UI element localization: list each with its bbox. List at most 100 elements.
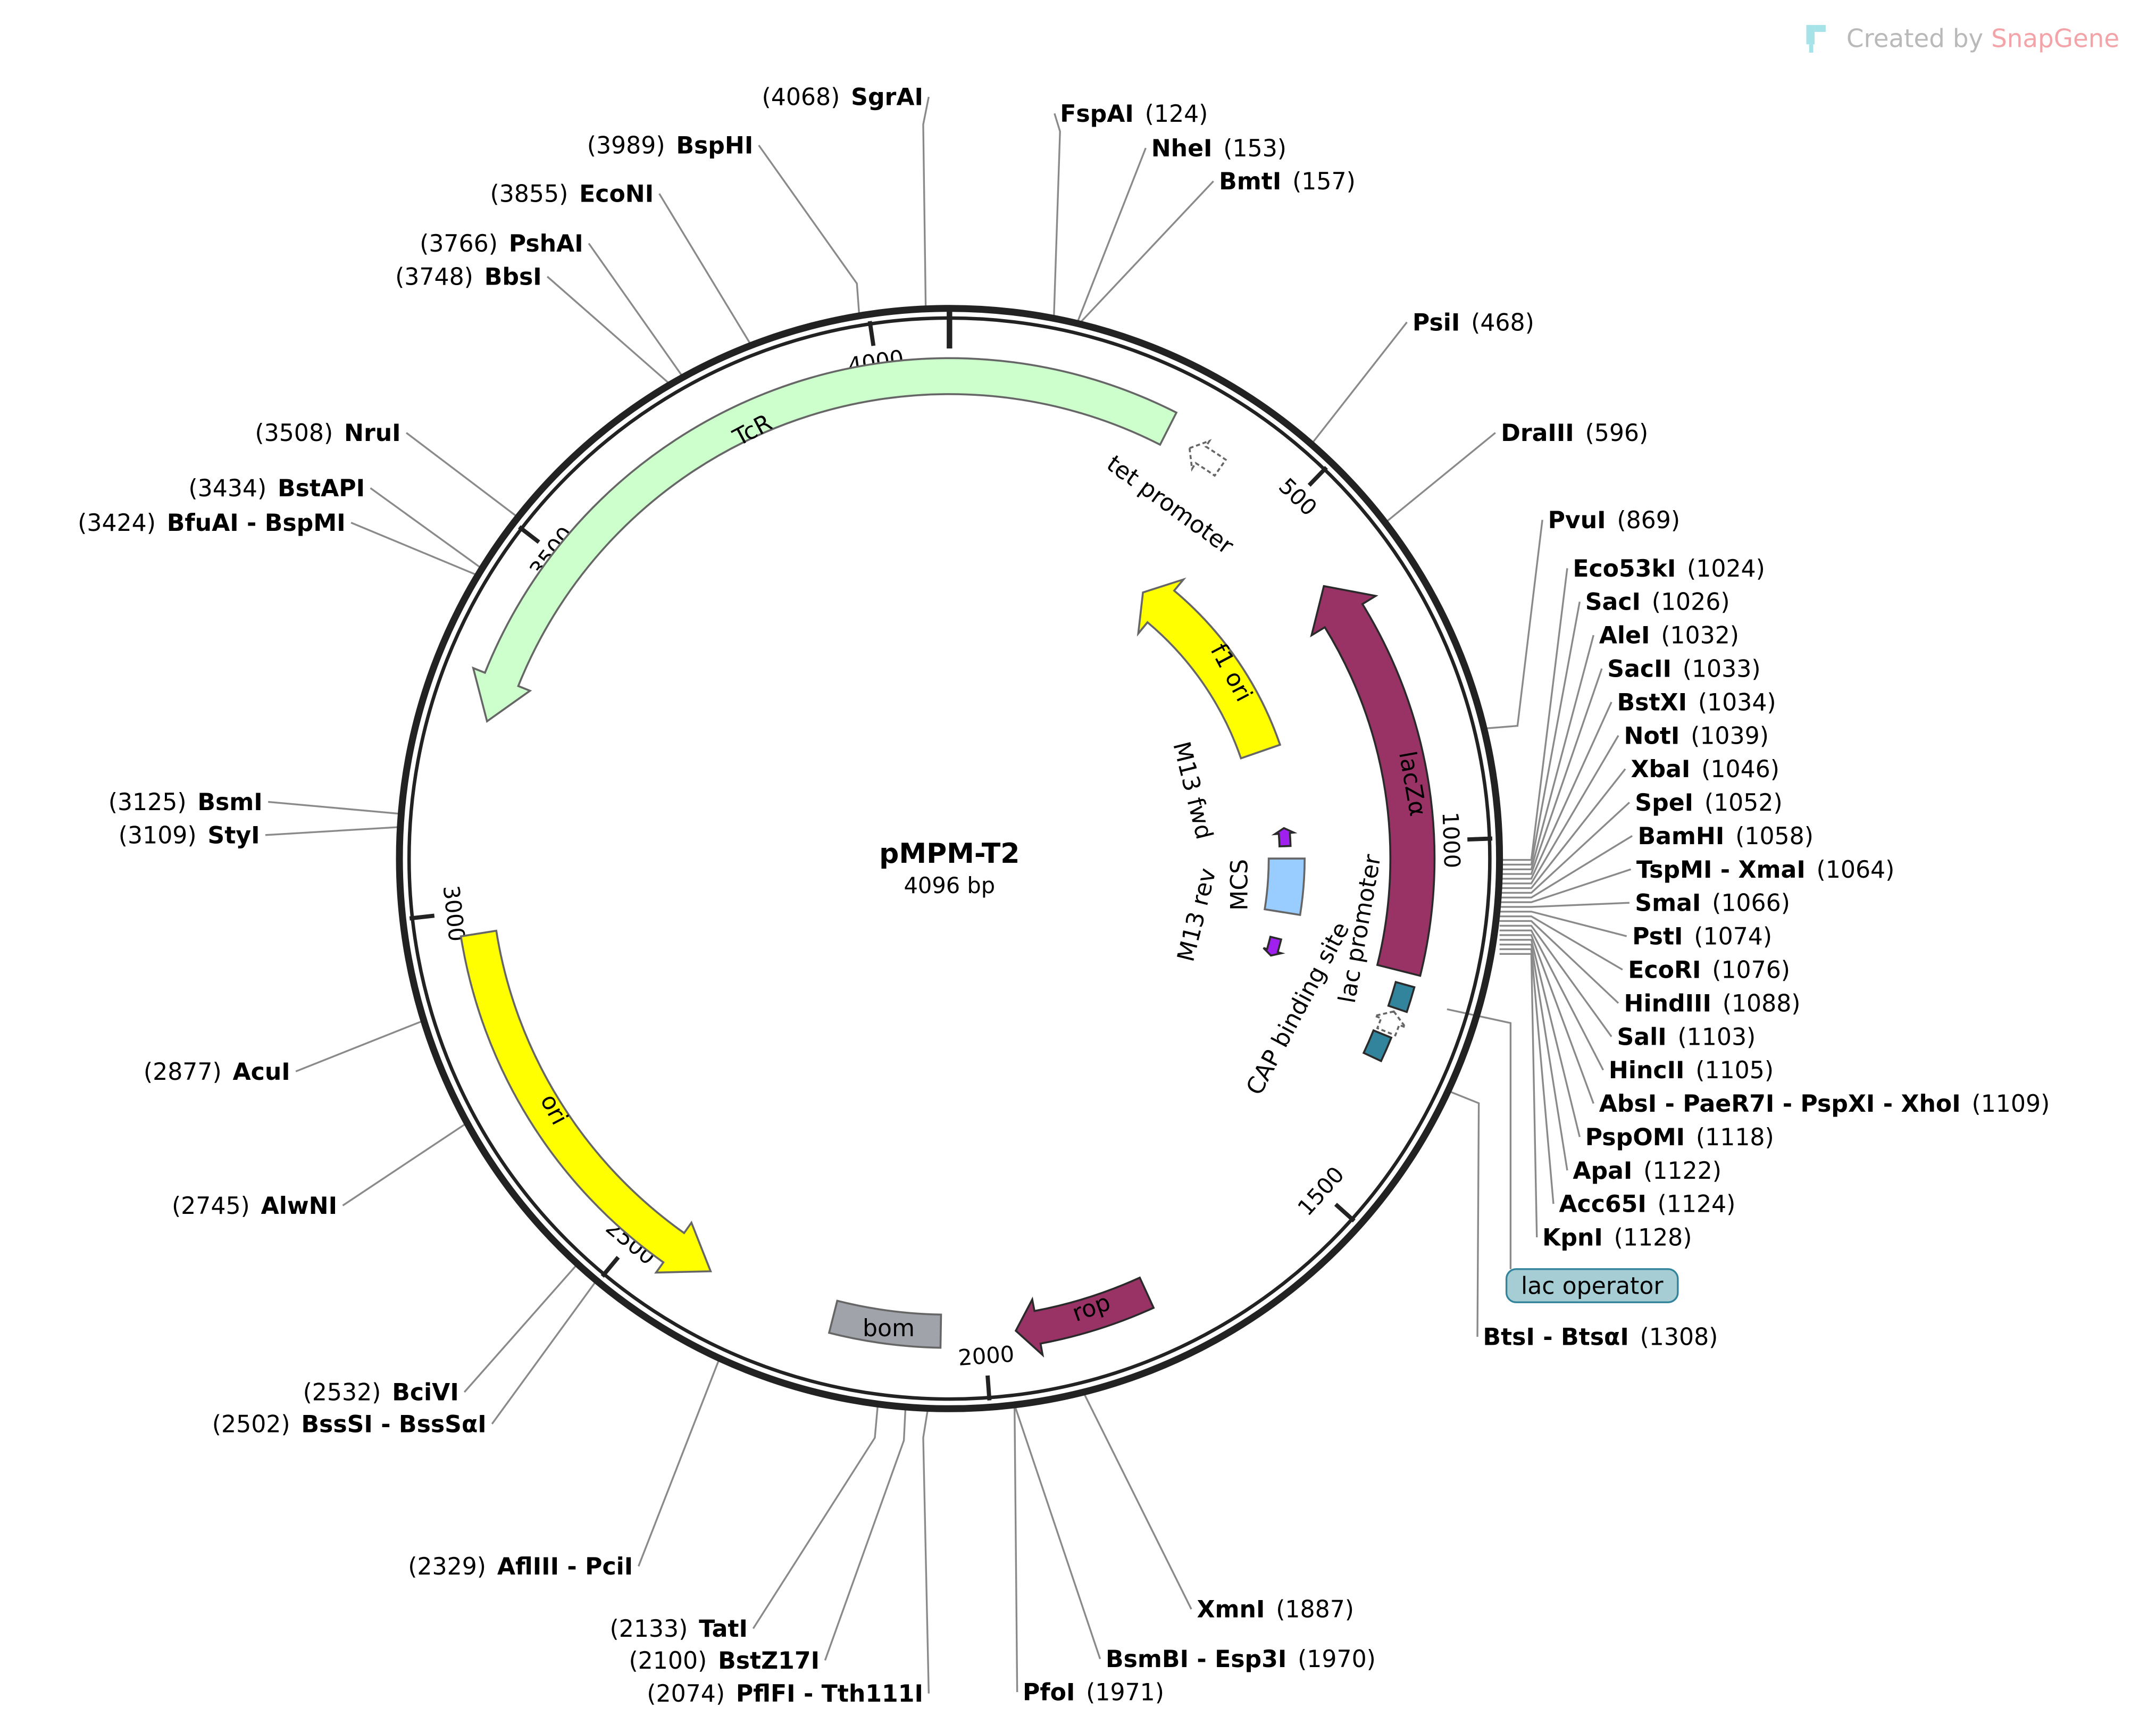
- enzyme-site-label[interactable]: SmaI(1066): [1635, 890, 1790, 917]
- enzyme-site-label[interactable]: PsiI(468): [1413, 309, 1534, 336]
- enzyme-site-label[interactable]: (2532)BciVI: [303, 1379, 459, 1406]
- enzyme-position: (1128): [1614, 1225, 1692, 1252]
- feature-cap-binding-site[interactable]: [1362, 1029, 1393, 1063]
- enzyme-leader-line: [1499, 948, 1555, 1204]
- enzyme-name: AcuI: [233, 1059, 290, 1086]
- enzyme-site-label[interactable]: XmnI(1887): [1197, 1596, 1354, 1623]
- enzyme-site-label[interactable]: Eco53kI(1024): [1573, 555, 1765, 582]
- lac-operator-label[interactable]: lac operator: [1505, 1268, 1679, 1303]
- enzyme-site-label[interactable]: HindIII(1088): [1624, 990, 1800, 1017]
- enzyme-site-label[interactable]: BamHI(1058): [1637, 823, 1813, 850]
- enzyme-site-label[interactable]: TspMI - XmaI(1064): [1636, 856, 1895, 884]
- enzyme-name: BmtI: [1219, 168, 1281, 195]
- enzyme-site-label[interactable]: SpeI(1052): [1635, 789, 1782, 817]
- enzyme-site-label[interactable]: (2074) PflFI - Tth111I: [647, 1680, 923, 1708]
- enzyme-site-label[interactable]: SacI(1026): [1585, 589, 1730, 616]
- enzyme-leader-line: [463, 1265, 576, 1393]
- enzyme-site-label[interactable]: (3109)StyI: [119, 822, 260, 849]
- feature-label: CAP binding site: [1241, 918, 1355, 1100]
- enzyme-site-label[interactable]: (2133)TatI: [610, 1615, 748, 1643]
- enzyme-name: AlwNI: [261, 1193, 338, 1220]
- enzyme-position: (2133): [610, 1615, 688, 1643]
- enzyme-leader-line: [1486, 520, 1543, 729]
- enzyme-site-label[interactable]: (3125)BsmI: [108, 789, 263, 816]
- enzyme-name: EcoNI: [579, 181, 654, 208]
- feature-lac-operator[interactable]: [1387, 980, 1416, 1013]
- tick-mark: [1334, 1203, 1356, 1223]
- enzyme-site-label[interactable]: ApaI(1122): [1573, 1157, 1722, 1185]
- enzyme-site-label[interactable]: AbsI - PaeR7I - PspXI - XhoI(1109): [1599, 1090, 2050, 1118]
- enzyme-site-label[interactable]: (2877)AcuI: [144, 1059, 290, 1086]
- enzyme-name: PflFI - Tth111I: [736, 1680, 923, 1708]
- enzyme-leader-line: [1499, 702, 1612, 880]
- tick-label: 1500: [1292, 1161, 1349, 1220]
- enzyme-name: NotI: [1624, 722, 1679, 749]
- enzyme-site-label[interactable]: SalI(1103): [1617, 1023, 1756, 1051]
- enzyme-site-label[interactable]: (3508)NruI: [255, 420, 400, 447]
- enzyme-site-label[interactable]: (4068)SgrAI: [762, 84, 923, 111]
- enzyme-position: (3766): [420, 230, 498, 257]
- enzyme-name: HindIII: [1624, 990, 1711, 1017]
- tick-mark: [985, 1375, 992, 1401]
- enzyme-site-label[interactable]: BtsI - BtsαI(1308): [1483, 1324, 1718, 1351]
- enzyme-name: SacII: [1607, 656, 1672, 683]
- feature-bom[interactable]: [828, 1300, 942, 1349]
- enzyme-site-label[interactable]: EcoRI(1076): [1628, 957, 1790, 984]
- enzyme-site-label[interactable]: PvuI(869): [1548, 507, 1681, 534]
- enzyme-site-label[interactable]: KpnI(1128): [1542, 1225, 1692, 1252]
- feature-label: MCS: [1226, 859, 1254, 911]
- enzyme-site-label[interactable]: AleI(1032): [1599, 622, 1739, 649]
- enzyme-position: (869): [1617, 507, 1680, 534]
- enzyme-position: (4068): [762, 84, 840, 111]
- feature-rop[interactable]: [1014, 1276, 1155, 1358]
- enzyme-leader-line: [265, 826, 398, 836]
- enzyme-leader-line: [1081, 180, 1214, 322]
- enzyme-site-label[interactable]: BstXI(1034): [1617, 689, 1776, 716]
- enzyme-site-label[interactable]: (3855)EcoNI: [490, 181, 654, 208]
- enzyme-position: (2329): [408, 1553, 486, 1580]
- enzyme-site-label[interactable]: BmtI(157): [1219, 168, 1356, 195]
- enzyme-site-label[interactable]: (3989)BspHI: [587, 132, 754, 160]
- enzyme-site-label[interactable]: (3424)BfuAI - BspMI: [78, 510, 346, 537]
- enzyme-site-label[interactable]: (2329)AflIII - PciI: [408, 1553, 633, 1580]
- enzyme-position: (2074): [647, 1680, 725, 1708]
- enzyme-site-label[interactable]: (3766)PshAI: [420, 230, 583, 257]
- enzyme-site-label[interactable]: Acc65I(1124): [1559, 1191, 1735, 1218]
- feature-tet-promoter[interactable]: [1188, 439, 1227, 477]
- enzyme-site-label[interactable]: (2745)AlwNI: [172, 1193, 337, 1220]
- enzyme-site-label[interactable]: NheI(153): [1151, 135, 1286, 162]
- feature-m13-rev[interactable]: [1263, 935, 1285, 957]
- enzyme-site-label[interactable]: (2502)BssSI - BssSαI: [212, 1411, 487, 1438]
- enzyme-site-label[interactable]: (2100)BstZ17I: [629, 1647, 820, 1675]
- feature-f1-ori[interactable]: [1137, 577, 1282, 760]
- enzyme-name: BsmBI - Esp3I: [1106, 1646, 1286, 1673]
- feature-lac-promoter[interactable]: [1371, 1010, 1408, 1037]
- enzyme-site-label[interactable]: BsmBI - Esp3I(1970): [1106, 1646, 1376, 1673]
- enzyme-name: EcoRI: [1628, 957, 1701, 984]
- feature-tcr[interactable]: [472, 357, 1178, 723]
- enzyme-name: BspHI: [676, 132, 753, 160]
- enzyme-position: (3109): [119, 822, 197, 849]
- enzyme-site-label[interactable]: XbaI(1046): [1631, 756, 1779, 783]
- feature-ori[interactable]: [459, 929, 712, 1274]
- enzyme-site-label[interactable]: (3434)BstAPI: [188, 475, 365, 502]
- enzyme-site-label[interactable]: DraIII(596): [1501, 420, 1648, 447]
- enzyme-site-label[interactable]: NotI(1039): [1624, 722, 1768, 749]
- enzyme-site-label[interactable]: PspOMI(1118): [1585, 1124, 1774, 1151]
- enzyme-site-label[interactable]: (3748)BbsI: [395, 264, 542, 291]
- feature-m13-fwd[interactable]: [1271, 827, 1298, 848]
- snapgene-logo-icon: [1806, 24, 1826, 53]
- enzyme-site-label[interactable]: PstI(1074): [1632, 923, 1772, 951]
- feature-mcs[interactable]: [1264, 857, 1306, 917]
- enzyme-leader-line: [1499, 768, 1626, 889]
- enzyme-name: NruI: [344, 420, 401, 447]
- enzyme-site-label[interactable]: PfoI(1971): [1023, 1679, 1164, 1706]
- enzyme-position: (3125): [108, 789, 187, 816]
- enzyme-site-label[interactable]: FspAI(124): [1060, 101, 1208, 128]
- enzyme-site-label[interactable]: HincII(1105): [1609, 1057, 1774, 1084]
- tick-label: 1000: [1437, 811, 1465, 869]
- feature-lacz-[interactable]: [1310, 585, 1436, 977]
- enzyme-name: FspAI: [1060, 101, 1134, 128]
- enzyme-site-label[interactable]: SacII(1033): [1607, 656, 1760, 683]
- enzyme-name: SpeI: [1635, 789, 1693, 817]
